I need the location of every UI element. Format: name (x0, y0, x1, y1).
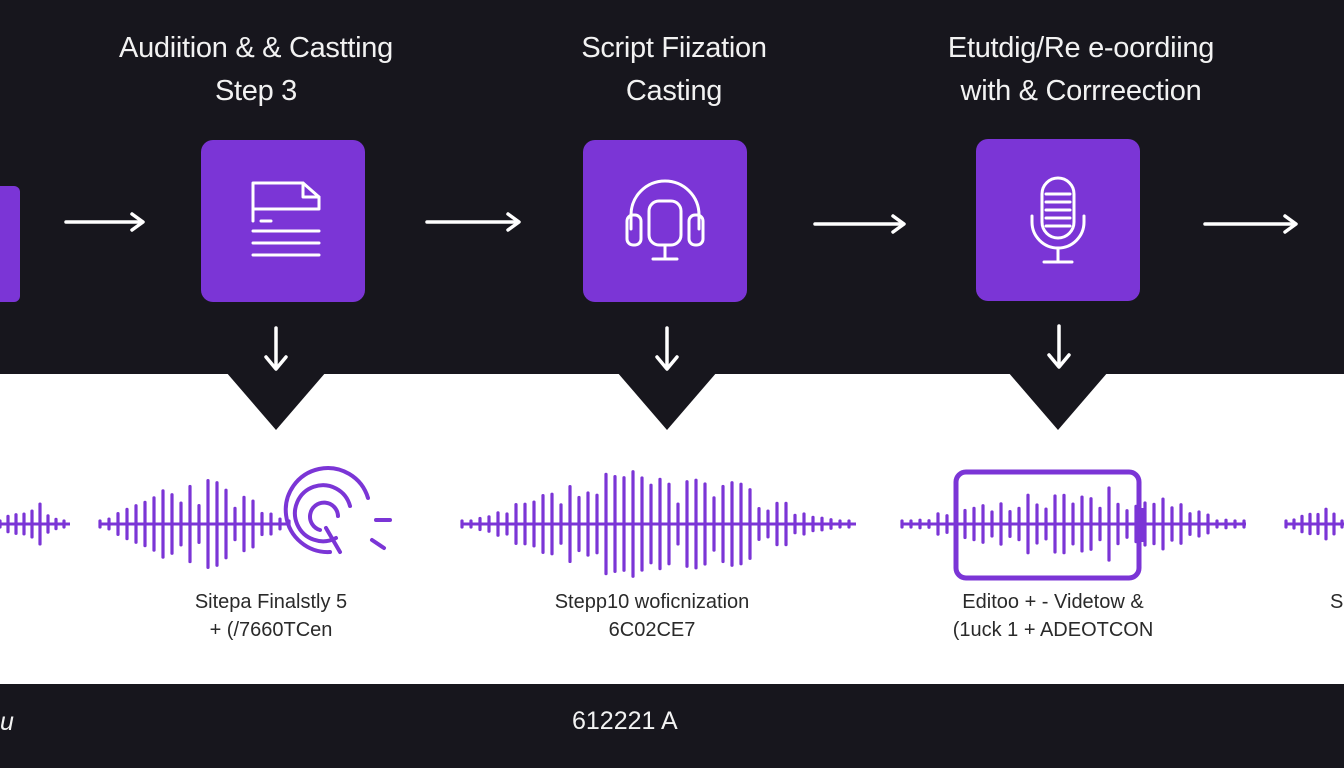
step-1-caption-line1: Sitepa Finalstly 5 (194, 591, 348, 613)
waveform-step-3 (900, 486, 1246, 562)
footer-left-label: u (0, 708, 14, 736)
waveform-band (0, 374, 1344, 684)
pointer-notch (1008, 372, 1108, 430)
headphones-icon (625, 179, 705, 261)
fingerprint-icon (283, 466, 392, 555)
step-3-title-line1: Etutdig/Re e-oordiing (947, 32, 1215, 64)
step-1-caption-line2: + (/7660TCen (209, 619, 333, 641)
step-2-caption-line2: 6C02CE7 (608, 619, 696, 641)
step-2-caption: Stepp10 woficnization 6C02CE7 (472, 588, 832, 644)
step-1-tile[interactable] (201, 140, 365, 302)
waveform-step-1 (98, 478, 291, 570)
arrow-down-icon (1047, 324, 1071, 369)
arrow-down-icon (264, 326, 288, 371)
waveform-step-2 (460, 470, 856, 578)
step-2-title: Script Fiization Casting (464, 27, 884, 113)
step-3-title: Etutdig/Re e-oordiing with & Corrreectio… (871, 27, 1291, 113)
partial-step-tile (0, 186, 20, 302)
document-icon (251, 181, 321, 257)
arrow-down-icon (655, 326, 679, 371)
step-3-title-line2: with & Corrreection (960, 75, 1202, 107)
arrow-right-icon (813, 214, 906, 234)
step-3-caption-line1: Editoo + - Videtow & (962, 591, 1144, 613)
waveform-partial-left (0, 502, 70, 546)
step-1-title: Audiition & & Castting Step 3 (46, 27, 466, 113)
pointer-notch (617, 372, 717, 430)
arrow-right-icon (425, 212, 521, 232)
footer-center-label: 612221 A (572, 707, 678, 735)
arrow-right-icon (1203, 214, 1298, 234)
waveforms (0, 470, 1344, 578)
step-3-caption-line2: (1uck 1 + ADEOTCON (952, 619, 1154, 641)
battery-tip-icon (1138, 508, 1146, 542)
microphone-icon (1030, 176, 1086, 264)
step-2-title-line2: Casting (625, 75, 723, 107)
step-1-caption: Sitepa Finalstly 5 + (/7660TCen (91, 588, 451, 644)
step-2-tile[interactable] (583, 140, 747, 302)
step-2-title-line1: Script Fiization (581, 32, 767, 64)
step-1-title-line1: Audiition & & Castting (119, 32, 393, 64)
step-1-title-line2: Step 3 (214, 75, 298, 107)
pointer-notch (226, 372, 326, 430)
waveform-partial-right (1284, 507, 1344, 541)
step-2-caption-line1: Stepp10 woficnization (554, 591, 750, 613)
step-3-tile[interactable] (976, 139, 1140, 301)
partial-caption-right: S (1330, 591, 1344, 613)
arrow-right-icon (64, 212, 145, 232)
step-3-caption: Editoo + - Videtow & (1uck 1 + ADEOTCON (873, 588, 1233, 644)
